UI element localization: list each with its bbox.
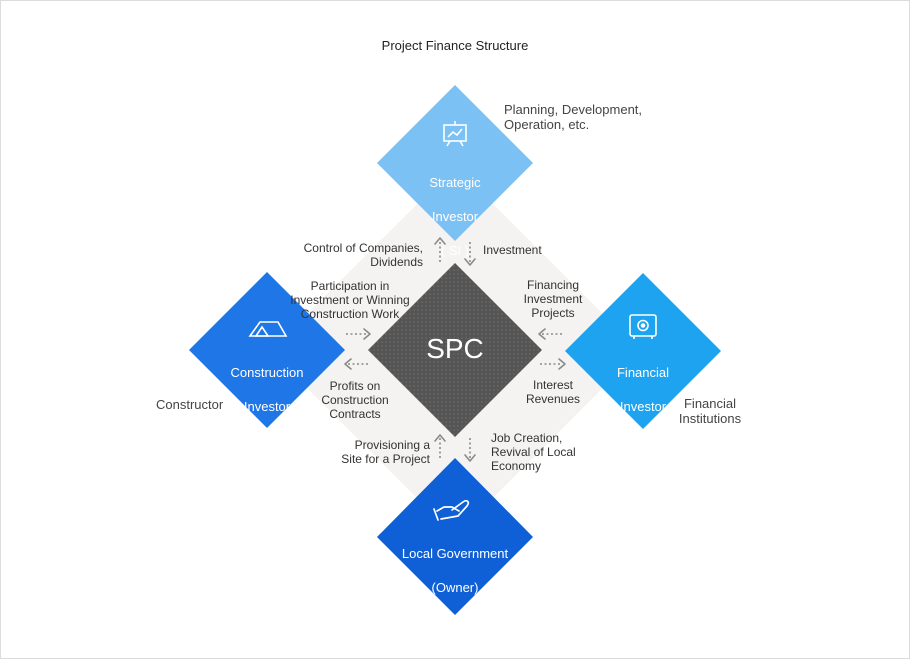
flow-arrows (346, 242, 562, 458)
presentation-board-icon (443, 121, 467, 147)
local-gov-line2: (Owner) (431, 580, 479, 595)
strategic-abbr: ( SI ) (440, 243, 470, 258)
tent-icon (248, 321, 288, 337)
construction-line1: Construction (230, 365, 304, 380)
financial-investor-label: Financial Investor ( FI ) (593, 347, 693, 466)
flow-lg-down-label: Job Creation, Revival of Local Economy (491, 431, 576, 473)
flow-si-up-label: Control of Companies, Dividends (303, 241, 423, 269)
strategic-line1: Strategic (429, 175, 481, 190)
flow-ci-right-label: Participation in Investment or Winning C… (290, 279, 410, 321)
spc-diamond (368, 263, 542, 437)
spc-label: SPC (426, 333, 484, 364)
construction-abbr: ( CI ) (252, 433, 282, 448)
financial-line2: Investor (619, 399, 667, 414)
strategic-line2: Investor (431, 209, 479, 224)
local-government-label: Local Government (Owner) (385, 528, 525, 613)
hand-icon (433, 499, 470, 521)
construction-outside-label: Constructor (156, 397, 224, 412)
flow-ci-left-label: Profits on Construction Contracts (321, 379, 389, 421)
flow-arrowheads (344, 237, 566, 462)
strategic-investor-label: Strategic Investor ( SI ) (405, 157, 505, 276)
strategic-investor-diamond (377, 85, 533, 241)
financial-investor-diamond (565, 273, 721, 429)
construction-line2: Investor (243, 399, 291, 414)
flow-fi-left-label: Financing Investment Projects (523, 278, 583, 320)
financial-abbr: ( FI ) (629, 433, 657, 448)
construction-investor-label: Construction Investor ( CI ) (212, 347, 322, 466)
flow-si-down-label: Investment (483, 243, 542, 257)
flow-lg-up-label: Provisioning a Site for a Project (341, 438, 430, 466)
construction-investor-diamond (189, 272, 345, 428)
strategic-outside-label: Planning, Development, Operation, etc. (504, 102, 643, 132)
diagram-title: Project Finance Structure (381, 38, 529, 53)
local-gov-line1: Local Government (401, 546, 509, 561)
financial-outside-label: Financial Institutions (678, 396, 742, 426)
safe-icon (629, 314, 657, 339)
financial-line1: Financial (616, 365, 670, 380)
local-government-diamond (377, 458, 533, 615)
flow-fi-right-label: Interest Revenues (525, 378, 581, 406)
